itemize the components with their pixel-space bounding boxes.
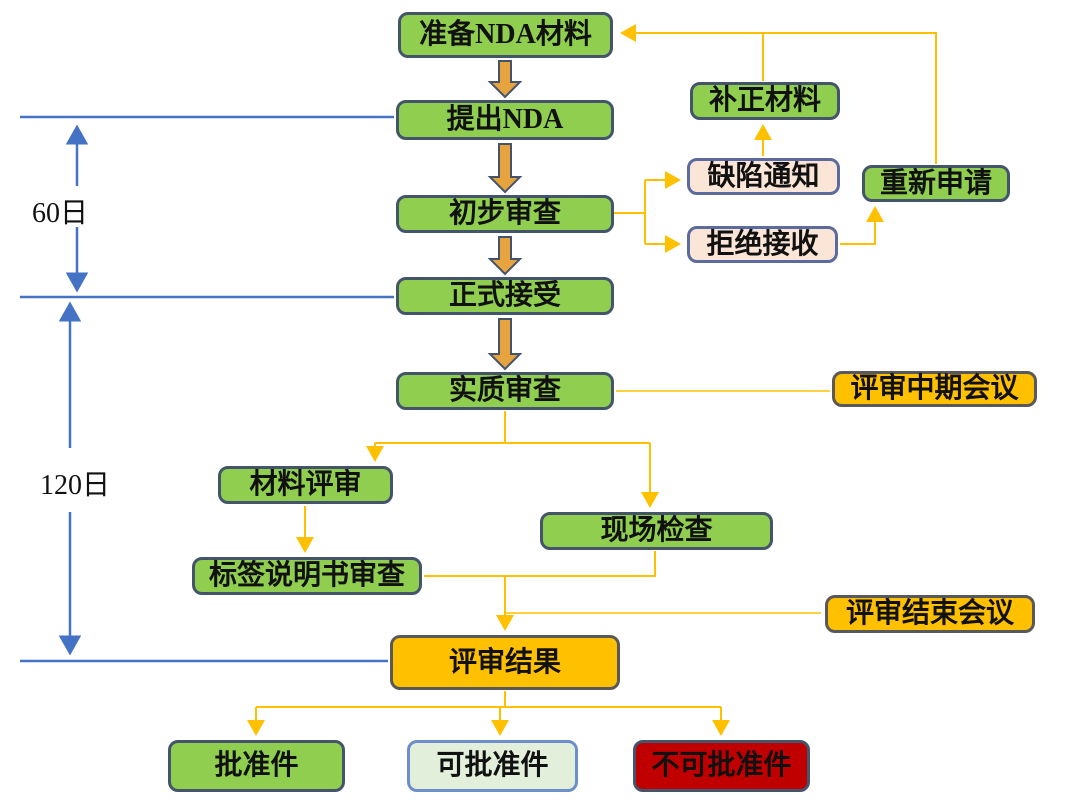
yellow-connectors: [247, 24, 937, 736]
edge-return-to-prepare: [620, 24, 937, 164]
node-mid-review-meeting: 评审中期会议: [832, 371, 1037, 407]
edge-result-split: [256, 691, 721, 708]
node-material-review: 材料评审: [218, 466, 393, 504]
arrow-accept-to-substantive: [487, 318, 523, 371]
node-not-approvable: 不可批准件: [633, 740, 810, 792]
node-defect-notice: 缺陷通知: [687, 158, 840, 195]
arrow-prepare-to-submit: [487, 60, 523, 99]
timeline-lines: [20, 115, 394, 663]
node-preliminary-review: 初步审查: [396, 195, 614, 233]
node-substantive-review: 实质审查: [396, 372, 614, 410]
arrow-preliminary-to-accept: [487, 236, 523, 276]
node-site-inspection: 现场检查: [540, 512, 773, 550]
node-reapply: 重新申请: [862, 165, 1010, 202]
arrow-submit-to-preliminary: [487, 143, 523, 194]
main-flow-arrows: [487, 60, 523, 371]
node-approvable: 可批准件: [407, 740, 578, 792]
edge-refuse-to-reapply: [840, 206, 884, 245]
node-review-result: 评审结果: [390, 635, 620, 690]
node-supplement-materials: 补正材料: [690, 82, 840, 120]
label-60-days: 60日: [32, 198, 89, 229]
label-120-days: 120日: [40, 470, 111, 501]
node-submit-nda: 提出NDA: [396, 100, 614, 140]
node-label-instruction-review: 标签说明书审查: [192, 557, 422, 595]
node-prepare-nda-materials: 准备NDA材料: [398, 12, 613, 58]
node-end-review-meeting: 评审结束会议: [825, 595, 1035, 633]
edge-substantive-split: [375, 411, 650, 444]
node-formal-acceptance: 正式接受: [396, 277, 614, 315]
edge-merge: [424, 551, 656, 577]
node-approved: 批准件: [168, 740, 345, 792]
node-refuse-acceptance: 拒绝接收: [687, 226, 838, 263]
